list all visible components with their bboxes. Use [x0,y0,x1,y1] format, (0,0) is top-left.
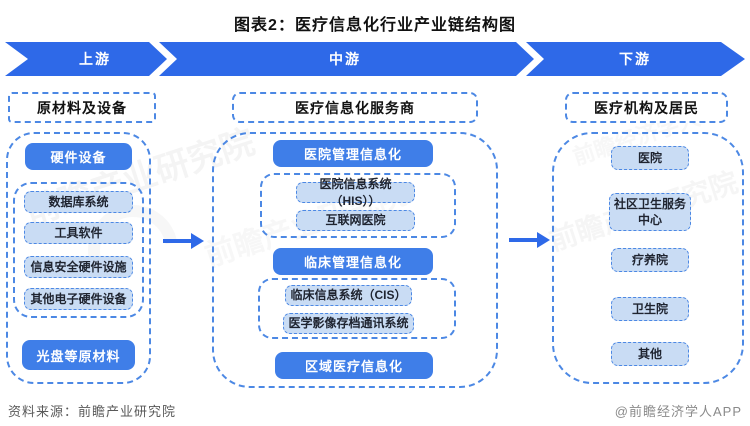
hardware-item: 数据库系统 [24,191,133,213]
raw-materials-button: 光盘等原材料 [22,340,135,370]
brand-note: @前瞻经济学人APP [614,404,742,419]
regional-info-button: 区域医疗信息化 [275,352,433,379]
midstream-header-box: 医疗信息化服务商 [232,92,478,123]
midstream-container [212,132,498,388]
hospital-mgmt-items-container [260,173,456,238]
hospital-mgmt-group-title: 医院管理信息化 [273,140,433,167]
hardware-item: 工具软件 [24,222,133,244]
flow-arrow-upstream-midstream-head [191,233,204,249]
clinical-mgmt-items-container [258,278,456,339]
stage-banner-shapes [5,42,745,76]
clinical-mgmt-group-title: 临床管理信息化 [273,248,433,275]
flow-arrow-midstream-downstream-head [537,232,550,248]
source-note: 资料来源：前瞻产业研究院 [8,404,177,419]
hardware-item: 其他电子硬件设备 [24,288,133,310]
downstream-item: 社区卫生服务中心 [609,193,691,231]
banner-segment-upstream-shape [5,42,167,76]
downstream-item: 卫生院 [611,297,689,321]
banner-label-midstream: 中游 [329,51,361,67]
downstream-item: 医院 [611,146,689,170]
banner-label-upstream: 上游 [79,51,111,67]
page-title: 图表2：医疗信息化行业产业链结构图 [234,17,516,34]
banner-segment-downstream-shape [526,42,745,76]
downstream-item: 疗养院 [611,248,689,272]
flow-arrow-midstream-downstream [509,238,538,242]
banner-segment-midstream-shape [159,42,534,76]
hardware-group-title: 硬件设备 [25,143,132,170]
upstream-container [6,132,151,384]
downstream-header-box: 医疗机构及居民 [565,92,728,123]
downstream-container [552,132,744,384]
midstream-item: 互联网医院 [296,210,415,231]
midstream-item: 医院信息系统（HIS）） [296,177,415,208]
banner-label-downstream: 下游 [619,51,651,67]
hardware-items-container [13,182,144,318]
downstream-item: 其他 [611,342,689,366]
hardware-item: 信息安全硬件设施 [24,256,133,278]
upstream-header-box: 原材料及设备 [8,92,156,123]
stage-banner: 上游 中游 下游 [0,42,750,76]
flow-arrow-upstream-midstream [163,239,192,243]
midstream-item: 临床信息系统（CIS） [285,285,412,306]
midstream-item: 医学影像存档通讯系统 [283,313,414,334]
